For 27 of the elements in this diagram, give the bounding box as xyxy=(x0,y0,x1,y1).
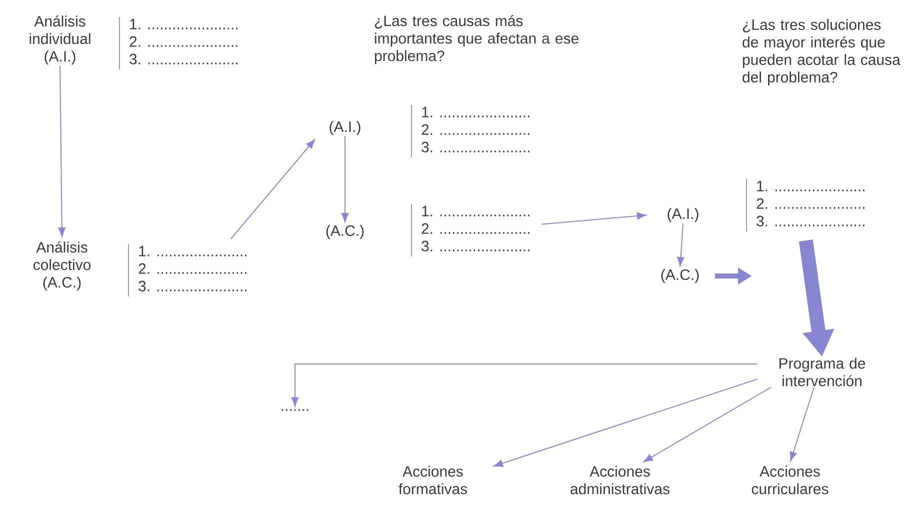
arrow xyxy=(677,222,684,266)
numbered-list: 1. ...................... 2. ...................... 3. ...................... xyxy=(411,104,530,158)
numbered-list: 1. ...................... 2. ...................... 3. ...................... xyxy=(746,178,864,232)
action-label: Acciones formativas xyxy=(398,466,468,494)
abbreviation-label: (A.C.) xyxy=(661,269,699,283)
numbered-list: 1. ...................... 2. ...................... 3. ...................... xyxy=(119,16,238,70)
arrow xyxy=(541,212,646,225)
abbreviation-label: (A.I.) xyxy=(668,208,698,222)
arrow xyxy=(643,386,772,462)
arrow xyxy=(230,139,316,240)
arrow xyxy=(341,135,349,222)
question-text: ¿Las tres causas más importantes que afectan a ese problema? xyxy=(374,15,578,64)
numbered-list: 1. ...................... 2. ...................... 3. ...................... xyxy=(128,244,246,297)
analysis-label: Análisis individual (A.I.) xyxy=(30,15,90,65)
arrow xyxy=(291,364,758,407)
arrow xyxy=(790,386,814,462)
abbreviation-label: (A.C.) xyxy=(326,225,364,239)
question-text: ¿Las tres soluciones de mayor interés que pueden acotar la causa del problema? xyxy=(742,19,900,86)
numbered-list: 1. ...................... 2. ...................... 3. ...................... xyxy=(411,204,530,257)
action-label: Acciones administrativas xyxy=(570,466,670,494)
arrow xyxy=(58,65,66,237)
abbreviation-label: (A.I.) xyxy=(330,121,360,135)
arrow xyxy=(494,378,758,467)
program-label: Programa de intervención xyxy=(779,358,866,386)
action-label: Acciones curriculares xyxy=(752,466,828,494)
ellipsis-text: ....... xyxy=(282,409,308,411)
analysis-label: Análisis colectivo (A.C.) xyxy=(33,241,91,291)
